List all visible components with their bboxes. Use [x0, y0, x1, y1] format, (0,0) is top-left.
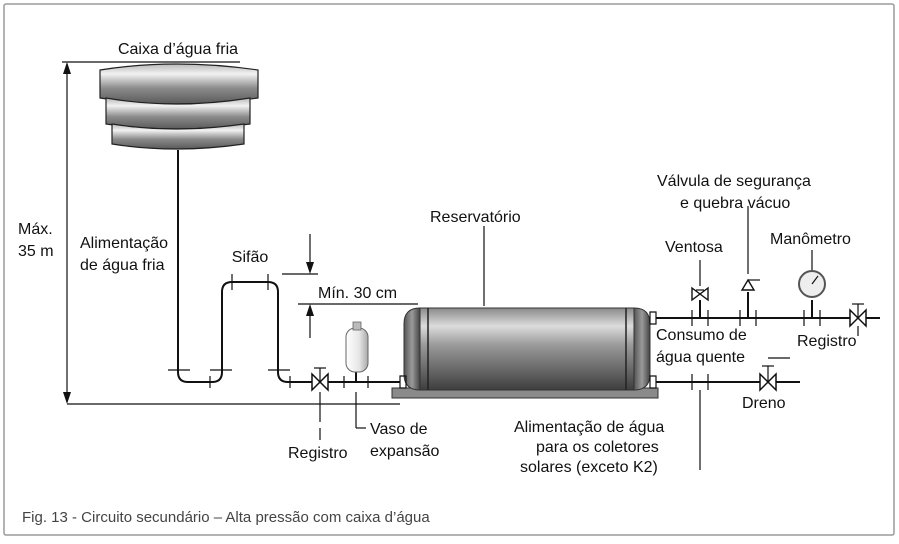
max-height-label-2: 35 m	[18, 243, 54, 260]
vent-valve	[691, 260, 709, 318]
cold-water-tank	[99, 61, 259, 150]
max-height-dimension	[62, 61, 100, 404]
tank-label: Caixa d’água fria	[118, 41, 238, 58]
min-height-dimension	[282, 234, 418, 338]
registry-valve-left	[311, 367, 329, 440]
reservoir-label: Reservatório	[430, 209, 521, 226]
gauge-label: Manômetro	[770, 231, 851, 248]
hot-use-label-2: água quente	[656, 349, 745, 366]
reservoir	[391, 226, 659, 399]
safety-valve-label-2: e quebra vácuo	[680, 195, 790, 212]
collector-drain-line	[656, 357, 800, 470]
registry-left-label: Registro	[288, 445, 348, 462]
figure-border	[3, 3, 895, 536]
pressure-gauge	[798, 250, 826, 318]
cold-feed-label-2: de água fria	[80, 257, 165, 274]
drain-label: Dreno	[742, 395, 786, 412]
expansion-label-2: expansão	[370, 443, 439, 460]
expansion-vessel	[343, 321, 369, 429]
min-height-label: Mín. 30 cm	[318, 285, 397, 302]
cold-feed-label-1: Alimentação	[80, 235, 168, 252]
max-height-label-1: Máx.	[18, 221, 53, 238]
registry-right-label: Registro	[797, 333, 857, 350]
figure-caption: Fig. 13 - Circuito secundário – Alta pre…	[22, 509, 430, 526]
registry-valve-right	[849, 303, 867, 336]
vent-label: Ventosa	[665, 239, 723, 256]
collector-label-1: Alimentação de água	[514, 419, 664, 436]
safety-valve	[740, 206, 760, 318]
collector-label-2: para os coletores	[536, 439, 659, 456]
safety-valve-label-1: Válvula de segurança	[657, 173, 811, 190]
hot-use-label-1: Consumo de	[656, 327, 747, 344]
hot-water-line	[656, 310, 880, 326]
siphon-label: Sifão	[232, 249, 269, 266]
cold-feed-pipe	[168, 150, 400, 388]
collector-label-3: solares (exceto K2)	[520, 459, 658, 476]
expansion-label-1: Vaso de	[370, 421, 428, 438]
